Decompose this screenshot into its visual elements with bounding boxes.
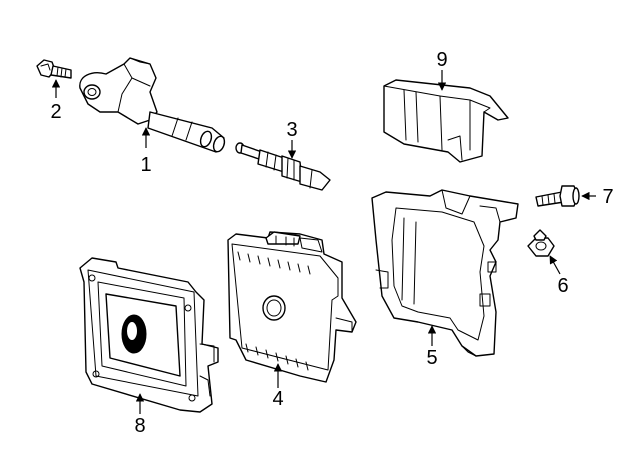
callout-7: 7 <box>602 186 613 208</box>
callout-2: 2 <box>50 101 61 123</box>
callout-8: 8 <box>134 415 145 437</box>
callout-9: 9 <box>436 49 447 71</box>
housing-part-8 <box>79 257 219 413</box>
callout-3: 3 <box>286 119 297 141</box>
callout-6: 6 <box>557 275 568 297</box>
bracket-part-5 <box>371 189 519 357</box>
leader-6 <box>549 255 561 275</box>
nut-part-6 <box>527 229 555 257</box>
module-cover-part-9 <box>383 79 509 163</box>
callout-labels: 1 2 3 4 5 6 7 8 9 <box>50 49 613 437</box>
control-module-part-4 <box>227 231 357 383</box>
callout-5: 5 <box>426 347 437 369</box>
callout-1: 1 <box>140 154 151 176</box>
bolt-part-2 <box>36 59 72 79</box>
ignition-coil-part-1 <box>79 57 226 153</box>
spark-plug-part-3 <box>235 142 331 191</box>
bolt-part-7 <box>535 185 580 207</box>
leader-lines <box>51 70 596 414</box>
callout-4: 4 <box>272 388 283 410</box>
